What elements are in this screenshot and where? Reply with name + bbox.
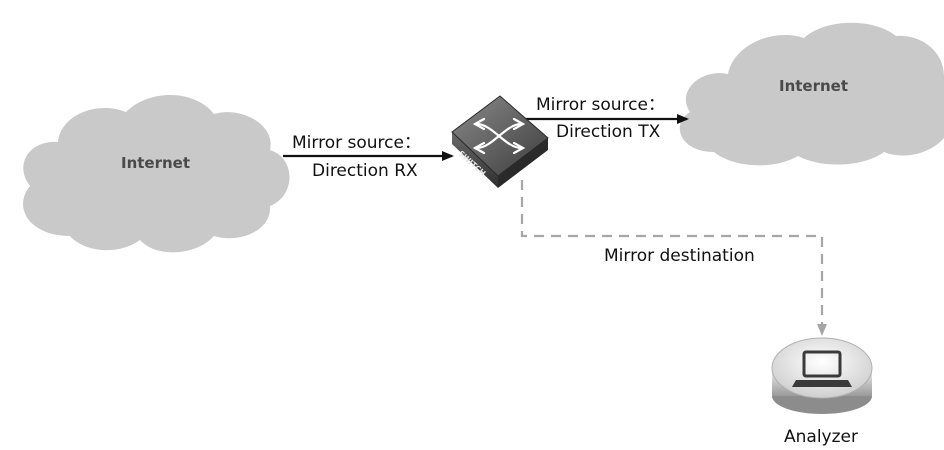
analyzer-label: Analyzer xyxy=(784,427,858,447)
internet-cloud-right xyxy=(679,22,944,166)
tx-direction-label: Direction TX xyxy=(556,122,661,142)
tx-source-label: Mirror source： xyxy=(536,95,665,115)
mirror-destination-link xyxy=(520,180,827,336)
internet-label-right: Internet xyxy=(779,77,849,95)
mirror-destination-label: Mirror destination xyxy=(604,246,755,266)
analyzer-laptop-icon xyxy=(771,337,873,414)
internet-label-left: Internet xyxy=(121,154,191,172)
switch-icon: SWITCH xyxy=(451,95,549,188)
rx-direction-label: Direction RX xyxy=(312,161,418,181)
rx-source-label: Mirror source： xyxy=(292,133,421,153)
internet-cloud-left xyxy=(23,94,290,253)
